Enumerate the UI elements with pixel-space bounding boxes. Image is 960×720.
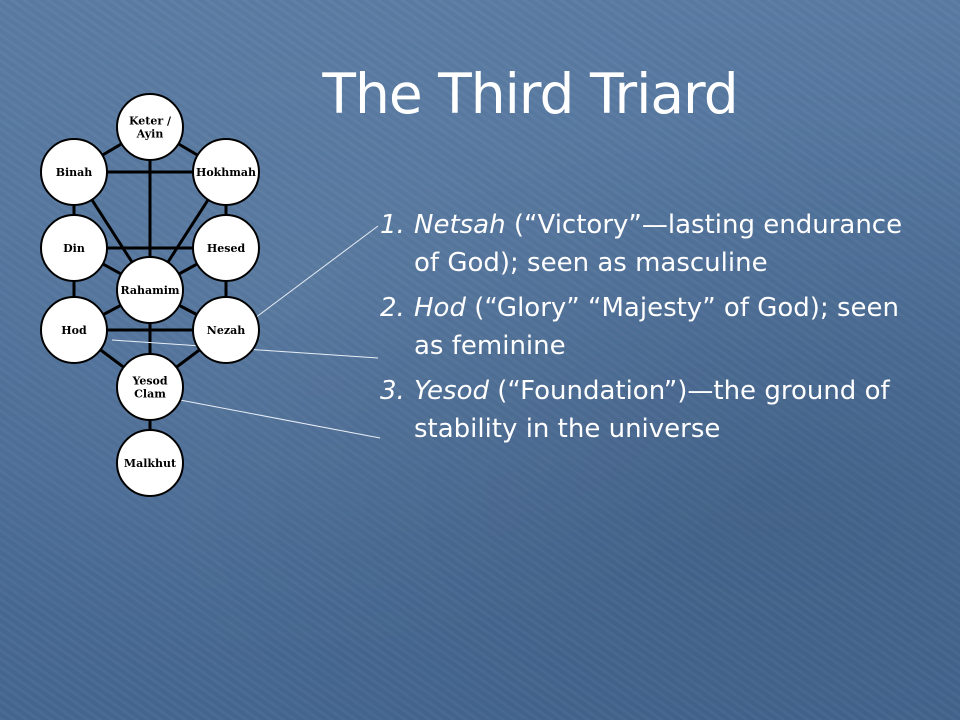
node-label: Keter / [129, 115, 172, 128]
list-item-yesod: 3. Yesod (“Foundation”)—the ground of sta… [380, 372, 920, 448]
node-circle [40, 214, 108, 282]
node-label: Hokhmah [196, 166, 256, 179]
node-label: Binah [56, 166, 93, 179]
node-label: Yesod [131, 375, 167, 388]
item-list: 1. Netsah (“Victory”—lasting endurance of… [380, 206, 920, 455]
item-term: Netsah [414, 210, 506, 240]
item-description: (“Victory”—lasting endurance of God); se… [414, 210, 903, 278]
node-nezah: Nezah [192, 296, 260, 364]
node-label: Clam [134, 388, 166, 401]
node-binah: Binah [40, 138, 108, 206]
node-circle [116, 256, 184, 324]
pointer-line-3 [179, 399, 381, 439]
node-circle [192, 296, 260, 364]
node-circle [116, 353, 184, 421]
node-rahamim: Rahamim [116, 256, 184, 324]
node-din: Din [40, 214, 108, 282]
slide-title: The Third Triard [322, 62, 738, 126]
node-malkhut: Malkhut [116, 429, 184, 497]
node-circle [192, 214, 260, 282]
node-keter: Keter /Ayin [116, 93, 184, 161]
list-item-netsah: 1. Netsah (“Victory”—lasting endurance of… [380, 206, 920, 282]
item-number: 3. [380, 376, 405, 406]
node-label: Rahamim [120, 284, 179, 297]
list-item-hod: 2. Hod (“Glory” “Majesty” of God); seen a… [380, 289, 920, 365]
node-label: Ayin [136, 128, 164, 141]
node-label: Nezah [207, 324, 245, 337]
item-number: 1. [380, 210, 405, 240]
node-circle [40, 296, 108, 364]
node-label: Hesed [207, 242, 246, 255]
node-label: Hod [61, 324, 87, 337]
node-label: Din [63, 242, 85, 255]
node-circle [116, 429, 184, 497]
node-circle [192, 138, 260, 206]
pointer-line-1 [254, 225, 379, 319]
item-number: 2. [380, 293, 405, 323]
item-term: Yesod [414, 376, 489, 406]
node-hod: Hod [40, 296, 108, 364]
node-hesed: Hesed [192, 214, 260, 282]
item-description: (“Foundation”)—the ground of stability i… [414, 376, 890, 444]
item-term: Hod [414, 293, 466, 323]
node-hokhmah: Hokhmah [192, 138, 260, 206]
node-circle [116, 93, 184, 161]
node-label: Malkhut [124, 457, 177, 470]
item-description: (“Glory” “Majesty” of God); seen as femi… [414, 293, 899, 361]
node-circle [40, 138, 108, 206]
